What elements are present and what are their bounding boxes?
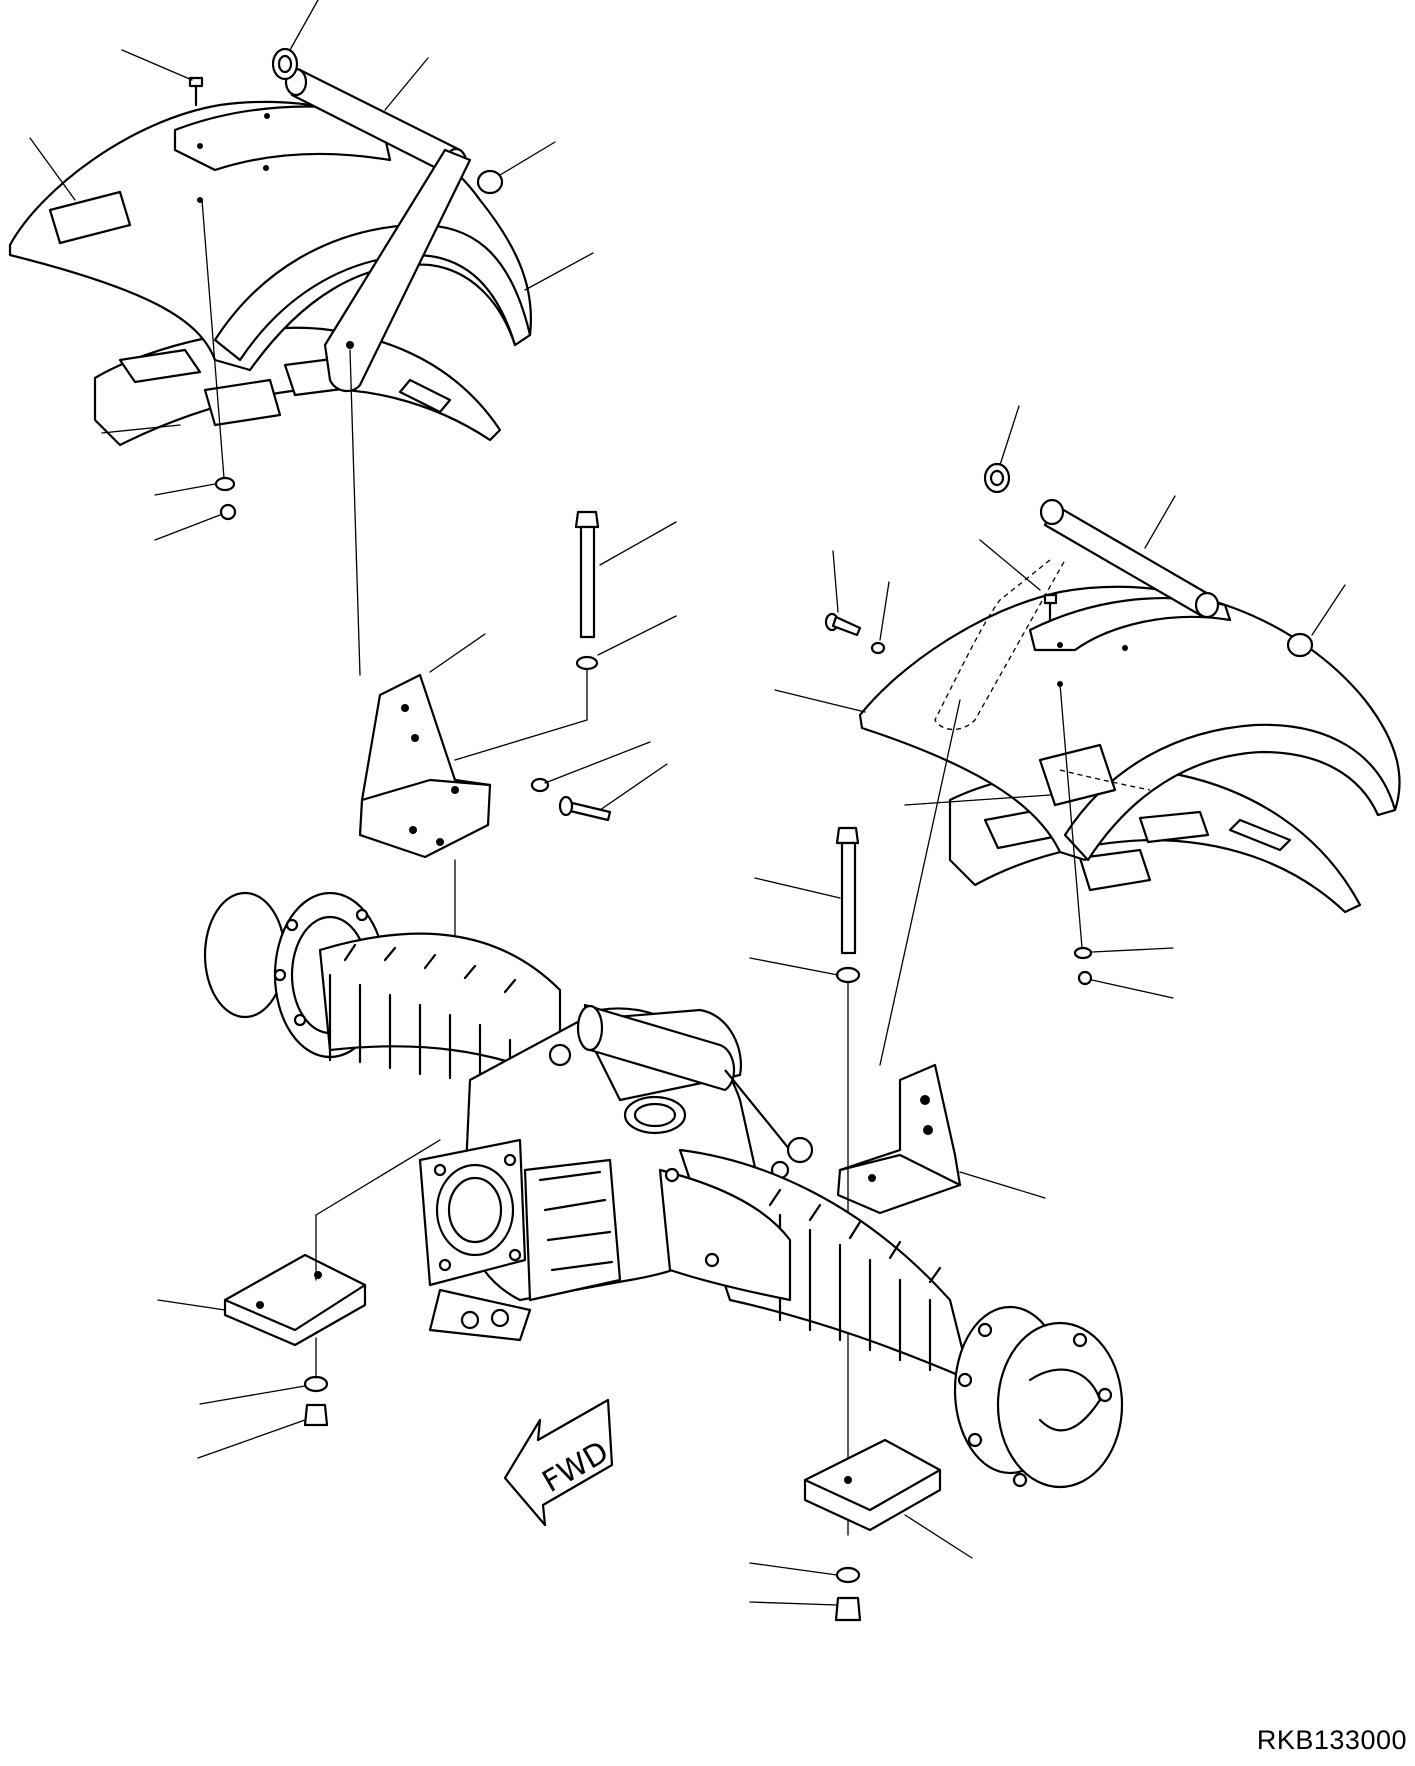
left-end-plug-icon xyxy=(476,169,504,195)
right-fender-label-plate xyxy=(1038,743,1117,807)
left-nut-icon xyxy=(219,503,237,521)
right-cap-nut-icon xyxy=(983,462,1011,494)
right-washer-icon xyxy=(1073,946,1093,960)
left-long-bolt-icon xyxy=(574,510,600,639)
right-long-bolt-icon xyxy=(835,826,860,955)
left-pad-washer-icon xyxy=(303,1375,329,1393)
right-side-bolt-icon xyxy=(824,612,886,655)
left-top-bolt-icon xyxy=(188,76,204,107)
right-bracket-washer-icon xyxy=(835,966,861,984)
right-wheel-hub xyxy=(953,1305,1124,1489)
left-fender-assembly xyxy=(8,47,532,676)
left-fender-bracket xyxy=(358,673,492,859)
forward-direction-arrow: FWD xyxy=(503,1398,615,1527)
right-pad-nut-icon xyxy=(834,1596,862,1622)
right-pad-washer-icon xyxy=(835,1566,861,1584)
brake-actuator xyxy=(548,1003,814,1180)
right-end-plug-icon xyxy=(1286,632,1314,658)
left-pad-nut-icon xyxy=(303,1403,329,1427)
left-side-bolt-icon xyxy=(530,777,612,822)
left-washer-icon xyxy=(214,476,236,492)
callout-leader-lines xyxy=(29,0,1346,1606)
left-mud-flap xyxy=(93,326,502,447)
left-axle-ribs xyxy=(328,943,517,1090)
left-fender xyxy=(8,100,532,372)
left-fender-label-plate xyxy=(48,190,132,245)
right-fender xyxy=(858,559,1401,862)
right-fender-assembly xyxy=(824,462,1401,1066)
right-fender-bracket xyxy=(836,1063,962,1215)
right-stay-tube xyxy=(1039,498,1220,619)
left-bracket-washer-icon xyxy=(575,655,599,671)
left-mount-pad xyxy=(223,1253,367,1347)
left-cap-nut-icon xyxy=(271,47,299,81)
axle-housing xyxy=(203,891,1124,1489)
right-mount-pad xyxy=(803,1438,942,1532)
right-nut-icon xyxy=(1077,970,1093,986)
left-stay-arm xyxy=(323,148,472,393)
drawing-code: RKB133000 xyxy=(1256,1725,1407,1755)
right-top-bolt-icon xyxy=(1043,593,1058,622)
